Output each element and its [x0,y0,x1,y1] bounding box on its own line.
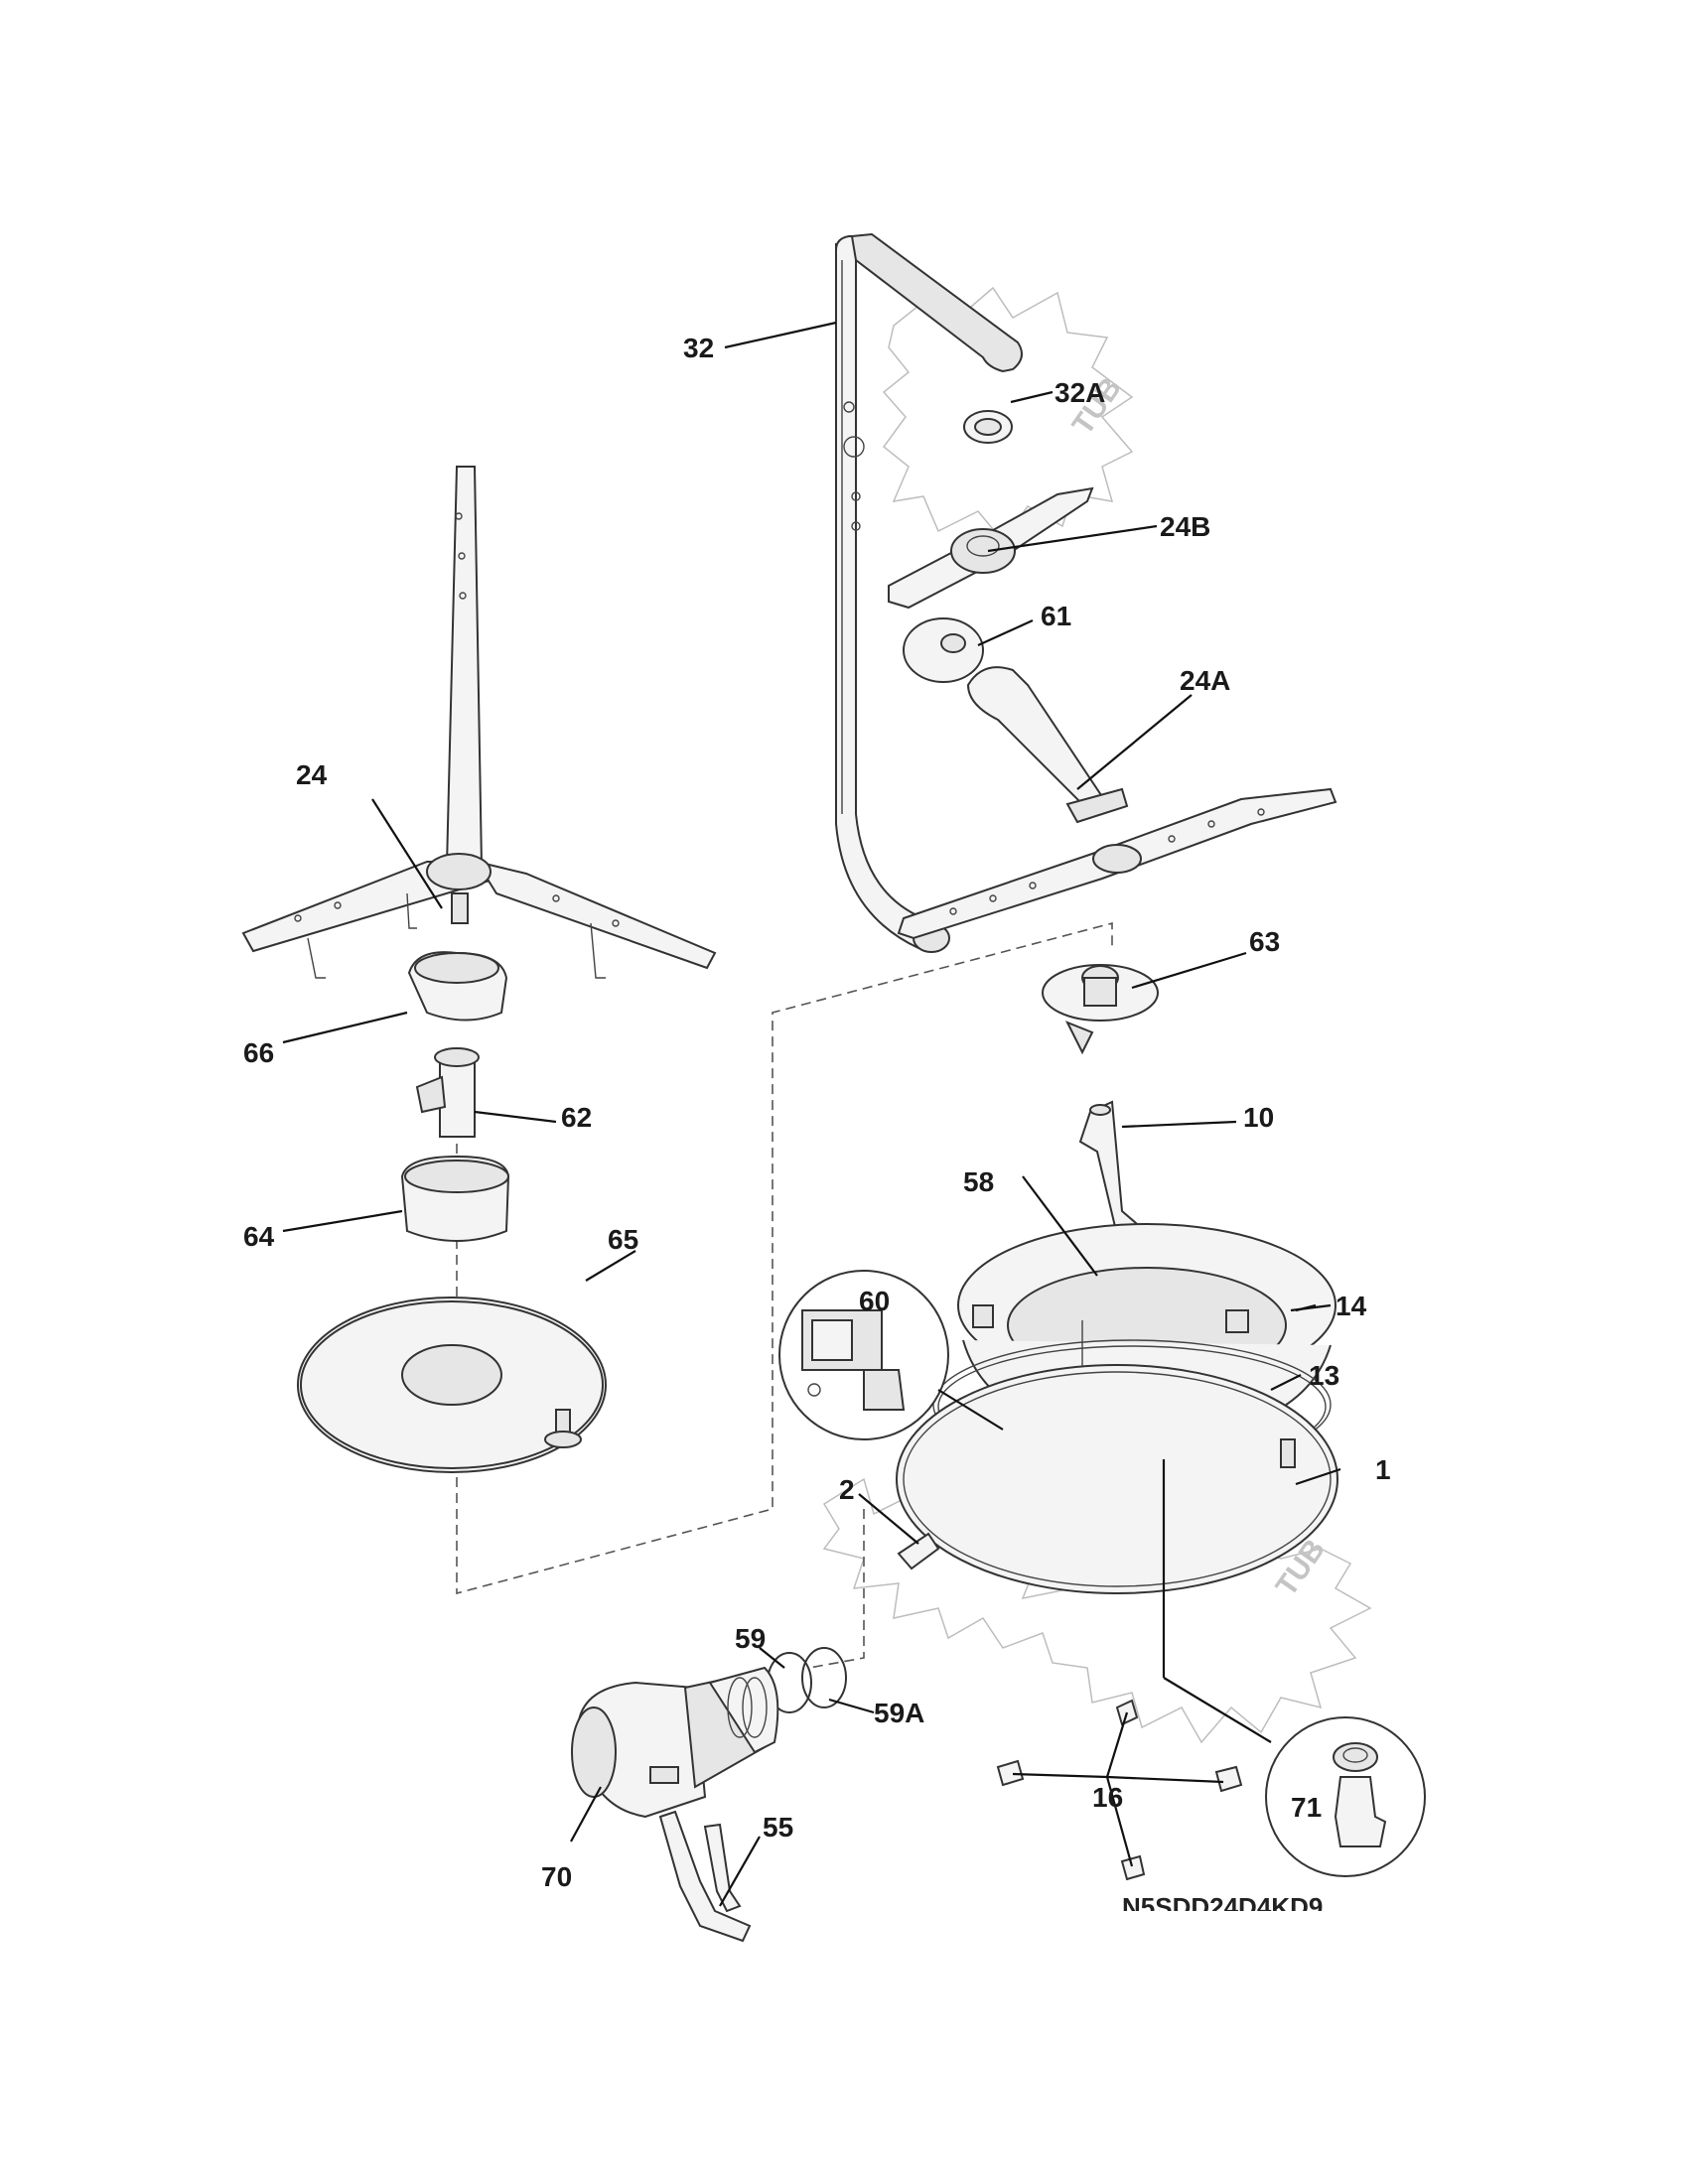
label-62: 62 [561,1102,592,1133]
supply-tube-32 [835,232,1023,953]
lower-spray-arm-24 [241,466,717,979]
label-24a: 24A [1180,665,1230,696]
spray-arm-hub-66 [407,951,508,1022]
filter-cup-64 [400,1155,510,1242]
assembly-dash-line-2 [808,1509,865,1669]
label-64: 64 [243,1221,275,1252]
label-2: 2 [839,1474,855,1505]
middle-spray-arm-24a [897,666,1337,940]
label-60: 60 [859,1286,890,1316]
inset-circle-71 [1162,1459,1426,1877]
label-16: 16 [1092,1782,1123,1813]
nozzle-62 [415,1047,480,1138]
label-55: 55 [763,1812,793,1843]
upper-spray-arm-24b [888,486,1094,610]
bracket-16-c [996,1759,1025,1787]
model-code-group: N5SDD24D4KD9 [1122,1892,1323,1922]
label-63: 63 [1249,926,1280,957]
label-24: 24 [296,759,328,790]
label-61: 61 [1041,601,1071,631]
part-labels: 32 32A 24B 61 24A 24 63 66 62 10 58 64 6… [243,333,1391,1892]
label-66: 66 [243,1037,274,1068]
label-58: 58 [963,1166,994,1197]
label-70: 70 [541,1861,572,1892]
label-14: 14 [1336,1291,1367,1321]
label-13: 13 [1309,1360,1339,1391]
fine-filter-65 [297,1297,607,1473]
label-32a: 32A [1055,377,1105,408]
leader-lines [282,321,1341,1907]
assembly-dash-line [456,921,1113,1595]
disc-61 [903,617,984,683]
bracket-16-b [1214,1765,1243,1793]
sump-14 [957,1223,1336,1480]
filter-cap-63 [1042,964,1159,1055]
sump-ring-1 [896,1364,1338,1594]
o-ring-59a [801,1647,847,1708]
pump-motor-70 [571,1666,779,1819]
clip-2 [897,1532,940,1570]
label-24b: 24B [1160,511,1210,542]
label-65: 65 [608,1224,638,1255]
label-10: 10 [1243,1102,1274,1133]
seal-ring-32a [963,410,1013,444]
model-code: N5SDD24D4KD9 [1122,1892,1323,1922]
bracket-55 [658,1810,752,1943]
inset-circle-60 [778,1270,1004,1440]
label-32: 32 [683,333,714,363]
tub-outline-upper: TUB [882,286,1134,543]
label-71: 71 [1291,1792,1322,1823]
label-59: 59 [735,1623,766,1654]
bracket-16-d [1120,1854,1146,1881]
label-1: 1 [1375,1454,1391,1485]
label-59a: 59A [874,1698,924,1728]
